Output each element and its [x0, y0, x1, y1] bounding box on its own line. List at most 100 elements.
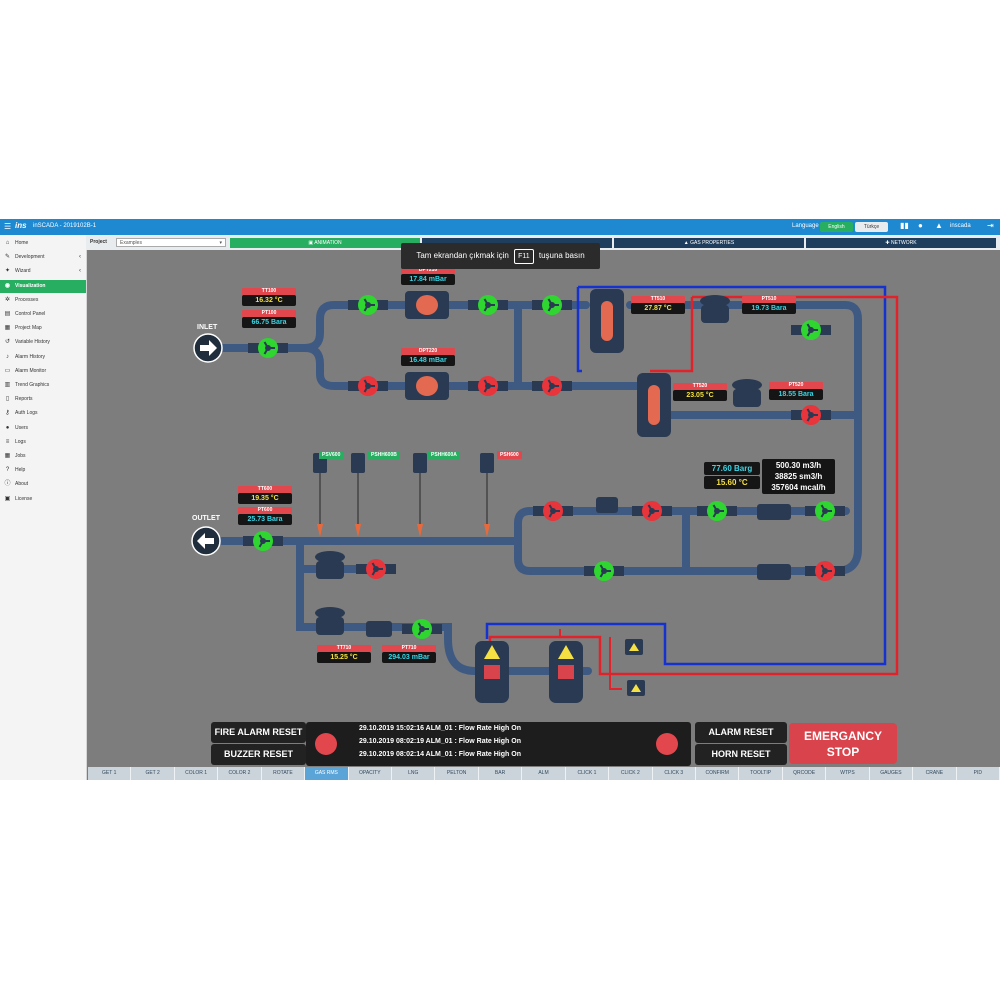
valve-v604[interactable]	[805, 501, 845, 521]
fire-alarm-reset-button[interactable]: FIRE ALARM RESET	[211, 722, 306, 743]
sidebar-item-development[interactable]: ✎Development‹	[0, 251, 86, 264]
valve-v612[interactable]	[805, 561, 845, 581]
sidebar-item-alarm-history[interactable]: ♪Alarm History	[0, 351, 86, 364]
bell-icon[interactable]: ▲	[935, 221, 943, 230]
project-select[interactable]: Examples ▾	[116, 238, 226, 247]
valve-v221[interactable]	[348, 376, 388, 396]
alarm-row[interactable]: 29.10.2019 08:02:19 ALM_01 : Flow Rate H…	[359, 738, 521, 745]
sidebar-item-trend-graphics[interactable]: ▥Trend Graphics	[0, 379, 86, 392]
valve-v511[interactable]	[791, 320, 831, 340]
tab-rotate[interactable]: ROTATE	[262, 767, 306, 780]
tab-bar[interactable]: BAR	[479, 767, 523, 780]
tab-network[interactable]: ✚ NETWORK	[806, 238, 996, 248]
regulator-r710[interactable]	[315, 607, 345, 635]
tab-lng[interactable]: LNG	[392, 767, 436, 780]
gas-detector-1[interactable]	[625, 639, 643, 655]
alarm-row[interactable]: 29.10.2019 08:02:14 ALM_01 : Flow Rate H…	[359, 751, 521, 758]
chat-icon[interactable]: ●	[918, 221, 923, 230]
valve-v601[interactable]	[533, 501, 573, 521]
tab-color-2[interactable]: COLOR 2	[218, 767, 262, 780]
turbine-meter[interactable]	[757, 504, 791, 520]
tab-click-1[interactable]: CLICK 1	[566, 767, 610, 780]
valve-v521[interactable]	[791, 405, 831, 425]
sidebar-item-users[interactable]: ●Users	[0, 422, 86, 435]
sidebar-item-project-map[interactable]: ▦Project Map	[0, 322, 86, 335]
tab-pid[interactable]: PID	[957, 767, 1000, 780]
separator-v520[interactable]	[637, 373, 671, 437]
sidebar-item-license[interactable]: ▣License	[0, 493, 86, 506]
sidebar-item-processes[interactable]: ✲Processes	[0, 294, 86, 307]
pshh600b-valve[interactable]	[351, 453, 365, 473]
sidebar-item-alarm-monitor[interactable]: ▭Alarm Monitor	[0, 365, 86, 378]
valve-v603[interactable]	[697, 501, 737, 521]
sidebar-item-help[interactable]: ?Help	[0, 464, 86, 477]
logout-icon[interactable]: ⇥	[987, 221, 994, 230]
filter-f210[interactable]	[405, 291, 449, 319]
regulator-r700[interactable]	[315, 551, 345, 579]
tab-tooltip[interactable]: TOOLTIP	[739, 767, 783, 780]
filter-f600[interactable]	[596, 497, 618, 513]
language-turkce-button[interactable]: Türkçe	[855, 222, 888, 232]
tab-opacity[interactable]: OPACITY	[349, 767, 392, 780]
valve-v222[interactable]	[468, 376, 508, 396]
user-name[interactable]: inscada	[950, 223, 971, 229]
tab-pelton[interactable]: PELTON	[435, 767, 479, 780]
valve-v212[interactable]	[468, 295, 508, 315]
tab-animation[interactable]: ▣ ANIMATION	[230, 238, 420, 248]
inlet-arrow-icon[interactable]	[193, 333, 223, 363]
tab-confirm[interactable]: CONFIRM	[696, 767, 740, 780]
sidebar-item-variable-history[interactable]: ↺Variable History	[0, 336, 86, 349]
tab-click-3[interactable]: CLICK 3	[653, 767, 696, 780]
pshh600a-valve[interactable]	[413, 453, 427, 473]
valve-v701[interactable]	[356, 559, 396, 579]
outlet-arrow-icon[interactable]	[191, 526, 221, 556]
sidebar-item-home[interactable]: ⌂Home	[0, 237, 86, 250]
horn-reset-button[interactable]: HORN RESET	[695, 744, 787, 765]
valve-v211[interactable]	[348, 295, 388, 315]
sidebar-item-wizard[interactable]: ✦Wizard‹	[0, 265, 86, 278]
regulator-r510[interactable]	[700, 295, 730, 323]
heater-h1[interactable]	[475, 641, 509, 703]
ultrasonic-meter[interactable]	[757, 564, 791, 580]
regulator-r520[interactable]	[732, 379, 762, 407]
emergency-stop-button[interactable]: EMERGANCY STOP	[789, 723, 897, 764]
valve-v602[interactable]	[632, 501, 672, 521]
tab-get-2[interactable]: GET 2	[131, 767, 175, 780]
tab-gauges[interactable]: GAUGES	[870, 767, 914, 780]
flow-meter-710[interactable]	[366, 621, 392, 637]
valve-v600[interactable]	[243, 531, 283, 551]
separator-v510[interactable]	[590, 289, 624, 353]
filter-f220[interactable]	[405, 372, 449, 400]
sidebar-item-logs[interactable]: ≡Logs	[0, 436, 86, 449]
tab-color-1[interactable]: COLOR 1	[175, 767, 219, 780]
tab-alm[interactable]: ALM	[522, 767, 566, 780]
tab-gas-properties[interactable]: ▲ GAS PROPERTIES	[614, 238, 804, 248]
tab-crane[interactable]: CRANE	[913, 767, 957, 780]
valve-v100[interactable]	[248, 338, 288, 358]
valve-v711[interactable]	[402, 619, 442, 639]
tab-gas-rms[interactable]: GAS RMS	[305, 767, 349, 780]
sidebar-item-auth-logs[interactable]: ⚷Auth Logs	[0, 407, 86, 420]
sidebar-item-jobs[interactable]: ▦Jobs	[0, 450, 86, 463]
psh600-valve[interactable]	[480, 453, 494, 473]
tab-wtps[interactable]: WTPS	[826, 767, 870, 780]
valve-v611[interactable]	[584, 561, 624, 581]
chart-icon[interactable]: ▮▮	[900, 221, 909, 230]
valve-v223[interactable]	[532, 376, 572, 396]
sidebar-item-control-panel[interactable]: ▤Control Panel	[0, 308, 86, 321]
hamburger-menu-icon[interactable]: ☰	[4, 222, 12, 231]
gas-detector-2[interactable]	[627, 680, 645, 696]
